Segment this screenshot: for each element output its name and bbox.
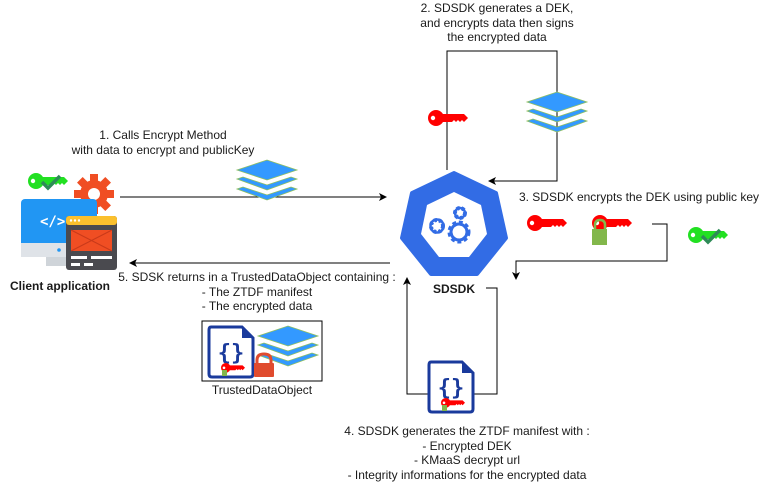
arrow-step3: [512, 223, 668, 280]
encrypted-dek-icon: [592, 215, 632, 245]
trusted-data-object-label: TrustedDataObject: [211, 383, 313, 397]
client-application-label: Client application: [9, 279, 110, 293]
lock-icon: [254, 352, 274, 377]
sdk-gear-heptagon-icon: [400, 171, 508, 276]
public-key-icon: [688, 227, 728, 245]
arrow-step4-loop: [403, 277, 498, 395]
step2-text: 2. SDSDK generates a DEK, and encrypts d…: [420, 1, 574, 44]
data-layers-icon: [236, 159, 298, 201]
step5-text: 5. SDSK returns in a TrustedDataObject c…: [118, 270, 396, 313]
public-key-icon: [28, 173, 68, 191]
sdsdk-label: SDSDK: [432, 282, 475, 296]
dek-key-icon: [428, 110, 468, 126]
dek-key-icon: [527, 215, 567, 231]
client-app-icon: </>: [21, 173, 117, 270]
trusted-data-object-icon: [201, 320, 323, 382]
step1-text: 1. Calls Encrypt Method with data to enc…: [71, 128, 255, 157]
ztdf-manifest-icon: [427, 360, 475, 414]
svg-text:</>: </>: [40, 214, 65, 230]
step3-text: 3. SDSDK encrypts the DEK using public k…: [518, 190, 760, 204]
connectors: [120, 50, 668, 395]
arrow-step2-loop: [446, 50, 558, 185]
lock-icon: [592, 218, 607, 245]
step4-text: 4. SDSDK generates the ZTDF manifest wit…: [344, 424, 590, 482]
